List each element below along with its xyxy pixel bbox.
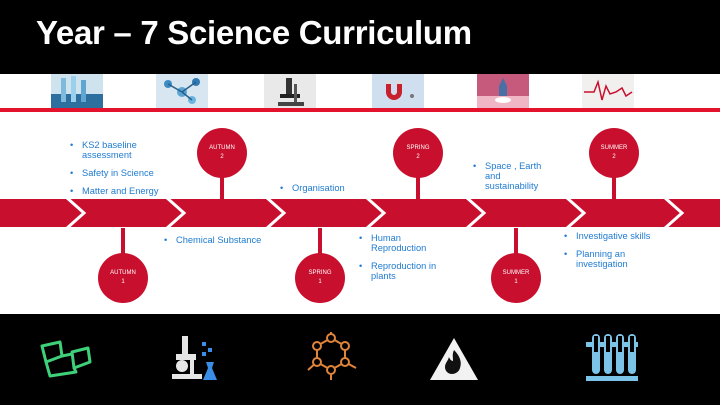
spring-1-topics: Organisation <box>278 183 378 201</box>
marker-number: 1 <box>121 279 125 285</box>
marker-label: AUTUMN <box>209 145 235 151</box>
summer-2-stem <box>612 165 616 199</box>
title-bar: Year – 7 Science Curriculum <box>0 0 720 74</box>
list-item: Safety in Science <box>68 168 178 178</box>
marker-number: 2 <box>612 154 616 160</box>
autumn-1-marker: AUTUMN 1 <box>98 253 148 303</box>
spring-2-stem <box>416 165 420 199</box>
heartbeat-photo <box>582 74 634 108</box>
summer-1-marker: SUMMER 1 <box>491 253 541 303</box>
marker-label: SUMMER <box>502 270 530 276</box>
list-item: Chemical Substance <box>162 235 282 245</box>
molecule-icon <box>302 330 360 389</box>
list-item: Planning an investigation <box>562 249 656 269</box>
spring-2-topics: Human Reproduction Reproduction in plant… <box>357 233 467 289</box>
fire-hazard-icon <box>428 336 480 387</box>
list-item: Reproduction in plants <box>357 261 461 281</box>
list-item: Space , Earth and sustainability <box>471 161 549 191</box>
marker-number: 1 <box>318 279 322 285</box>
list-item: Human Reproduction <box>357 233 441 253</box>
autumn-2-marker: AUTUMN 2 <box>197 128 247 178</box>
marker-label: SPRING <box>308 270 332 276</box>
divider-line <box>0 108 720 112</box>
marker-number: 2 <box>220 154 224 160</box>
summer-2-topics: Investigative skills Planning an investi… <box>562 231 682 277</box>
marker-label: SUMMER <box>600 145 628 151</box>
list-item: Matter and Energy <box>68 186 178 196</box>
autumn-2-stem <box>220 165 224 199</box>
page-title: Year – 7 Science Curriculum <box>36 14 472 51</box>
molecules-photo <box>156 74 208 108</box>
magnet-photo <box>372 74 424 108</box>
microscope-photo <box>264 74 316 108</box>
marker-number: 2 <box>416 154 420 160</box>
list-item: Investigative skills <box>562 231 682 241</box>
lab-microscope-icon <box>168 332 222 389</box>
test-tube-rack-icon <box>584 330 640 389</box>
timeline-arrow <box>0 197 720 229</box>
autumn-1-stem <box>121 228 125 258</box>
spring-2-marker: SPRING 2 <box>393 128 443 178</box>
rocket-photo <box>477 74 529 108</box>
list-item: KS2 baseline assessment <box>68 140 178 160</box>
spring-1-marker: SPRING 1 <box>295 253 345 303</box>
summer-1-stem <box>514 228 518 258</box>
test-tubes-photo <box>51 74 103 108</box>
summer-2-marker: SUMMER 2 <box>589 128 639 178</box>
marker-label: SPRING <box>406 145 430 151</box>
marker-number: 1 <box>514 279 518 285</box>
summer-1-topics: Space , Earth and sustainability <box>471 161 561 199</box>
list-item: Organisation <box>278 183 378 193</box>
spring-1-stem <box>318 228 322 258</box>
marker-label: AUTUMN <box>110 270 136 276</box>
3d-glasses-icon <box>36 338 92 385</box>
autumn-2-topics: Chemical Substance <box>162 235 282 253</box>
autumn-1-topics: KS2 baseline assessment Safety in Scienc… <box>68 140 178 204</box>
